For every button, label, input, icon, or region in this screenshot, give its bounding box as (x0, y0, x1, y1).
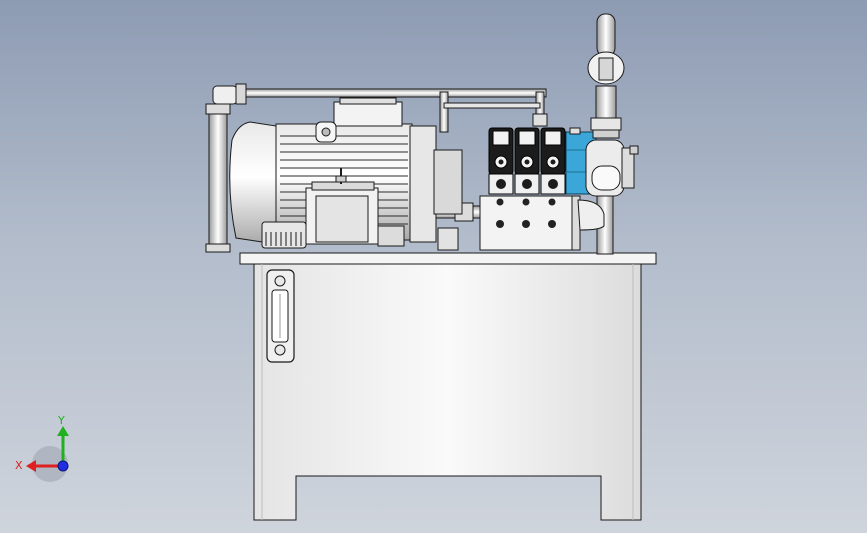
pipework[interactable] (577, 139, 639, 255)
solenoid-valves[interactable] (488, 127, 566, 195)
triad-y-label: Y (57, 414, 65, 427)
pressure-gauge[interactable] (587, 13, 625, 139)
tank-body[interactable] (253, 263, 642, 521)
solenoid-valve[interactable] (514, 127, 540, 195)
sight-gauge[interactable] (266, 269, 295, 363)
triad-x-arrow-icon (26, 460, 36, 472)
oil-tank[interactable] (239, 252, 657, 521)
return-filter[interactable] (205, 103, 231, 253)
coordinate-triad: X Y (15, 414, 69, 482)
solenoid-valve[interactable] (488, 127, 514, 195)
valve-block[interactable] (479, 195, 581, 251)
tank-lid[interactable] (239, 252, 657, 265)
triad-x-label: X (15, 459, 23, 472)
triad-origin-shade (32, 446, 68, 482)
triad-z-axis-icon (57, 460, 69, 472)
solenoid-valve[interactable] (540, 127, 566, 195)
triad-y-arrow-icon (57, 426, 69, 436)
pump-coupling[interactable] (261, 168, 459, 251)
